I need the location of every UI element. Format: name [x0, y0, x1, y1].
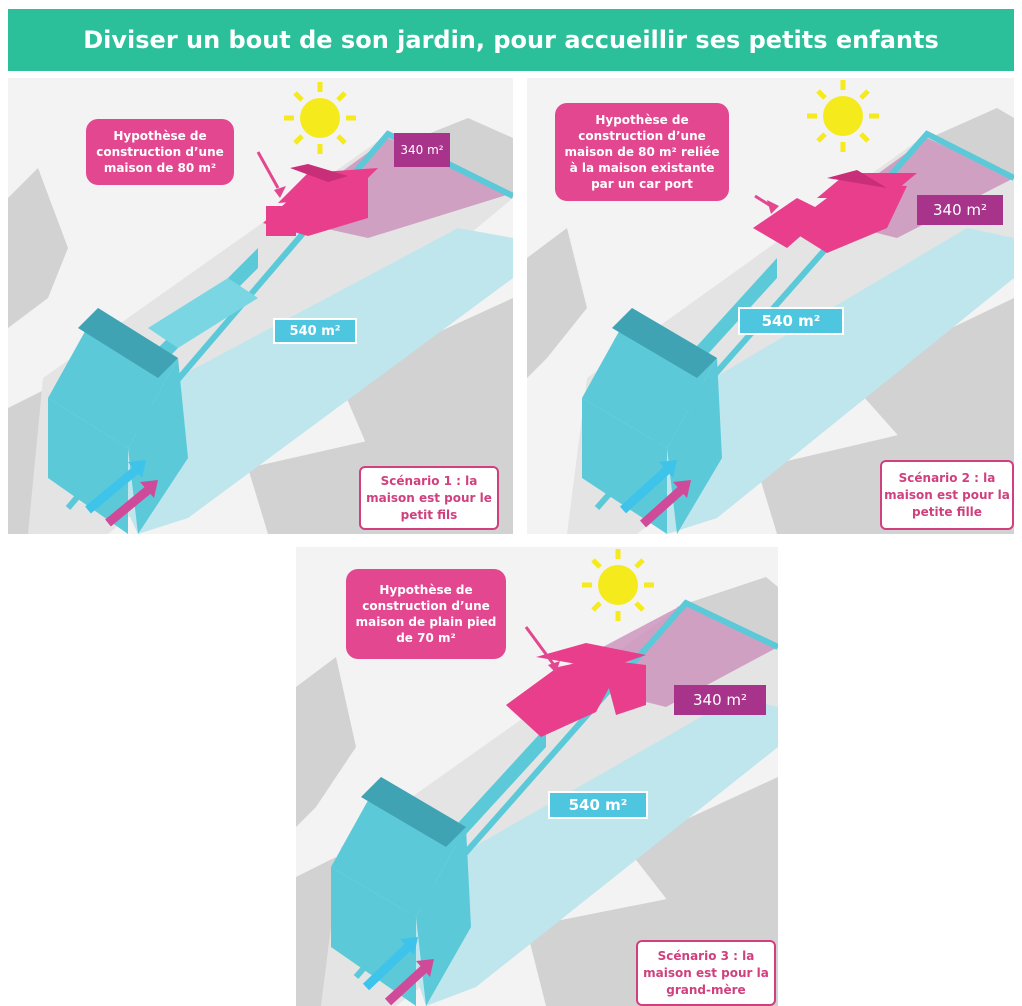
- scenario-label: Scénario 3 : la maison est pour la grand…: [636, 940, 776, 1006]
- scenario-3-panel: Hypothèse de construction d’une maison d…: [296, 547, 778, 1006]
- existing-plot-area-label: 540 m²: [548, 791, 648, 819]
- hypothesis-label: Hypothèse de construction d’une maison d…: [346, 569, 506, 659]
- hypothesis-label: Hypothèse de construction d’une maison d…: [86, 119, 234, 185]
- sun-icon: [300, 98, 340, 138]
- new-plot-area-label: 340 m²: [394, 133, 450, 167]
- scenario-label: Scénario 1 : la maison est pour le petit…: [359, 466, 499, 530]
- scenario-1-panel: Hypothèse de construction d’une maison d…: [8, 78, 513, 534]
- scenario-2-panel: Hypothèse de construction d’une maison d…: [527, 78, 1014, 534]
- sun-icon: [823, 96, 863, 136]
- scenario-label: Scénario 2 : la maison est pour la petit…: [880, 460, 1014, 530]
- page-title: Diviser un bout de son jardin, pour accu…: [8, 9, 1014, 71]
- new-plot-area-label: 340 m²: [674, 685, 766, 715]
- existing-plot-area-label: 540 m²: [273, 318, 357, 344]
- existing-plot-area-label: 540 m²: [738, 307, 844, 335]
- hypothesis-label: Hypothèse de construction d’une maison d…: [555, 103, 729, 201]
- new-plot-area-label: 340 m²: [917, 195, 1003, 225]
- sun-icon: [598, 565, 638, 605]
